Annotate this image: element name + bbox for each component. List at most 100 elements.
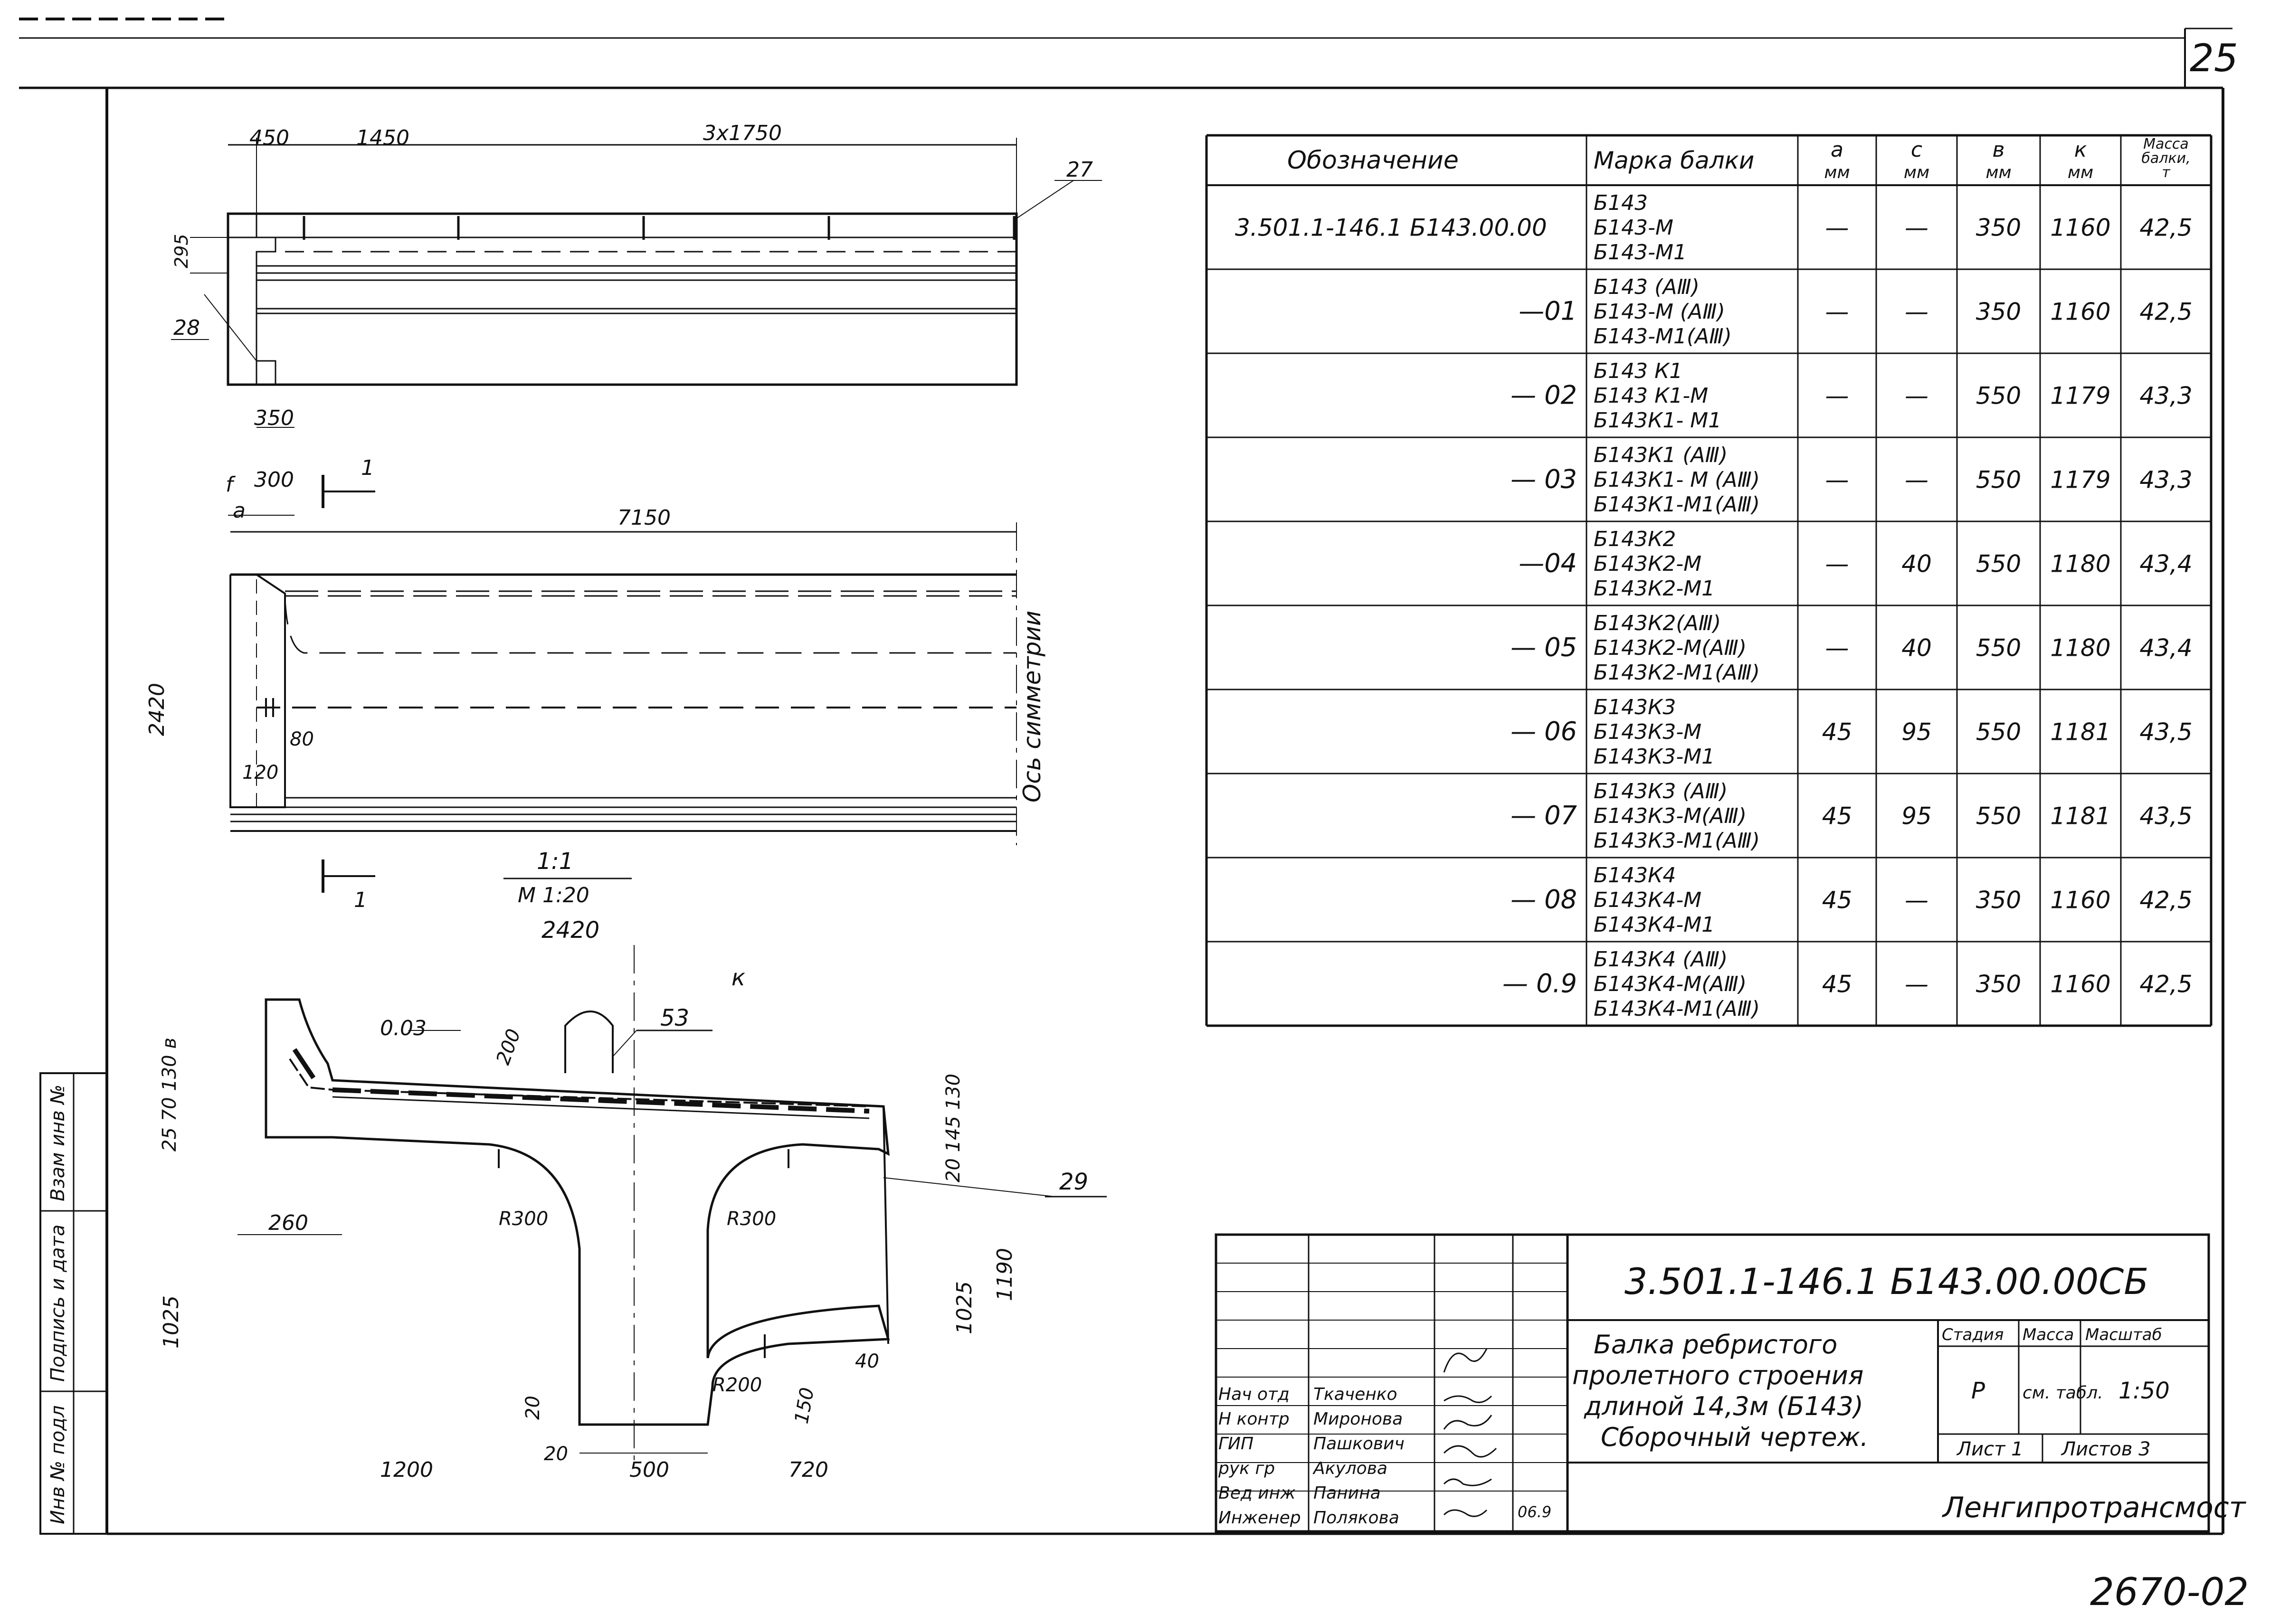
- row-value: 45: [1822, 887, 1852, 914]
- row-value: 1160: [2050, 971, 2110, 998]
- cs-slope: 0.03: [380, 1016, 427, 1040]
- row-designation: — 07: [1510, 801, 1577, 831]
- cs-height-left: 1025: [159, 1295, 183, 1349]
- row-value: 550: [1976, 718, 2021, 746]
- cs-radius-left: R300: [499, 1208, 548, 1230]
- row-value: 42,5: [2139, 298, 2192, 326]
- row-value: 1179: [2050, 466, 2110, 494]
- row-value: 350: [1976, 887, 2021, 914]
- cs-height-right: 1025: [952, 1281, 977, 1334]
- row-value: 550: [1976, 466, 2021, 494]
- side-section-mark-top: 1: [361, 456, 374, 480]
- row-value: 42,5: [2139, 887, 2192, 914]
- row-designation: — 0.9: [1502, 969, 1577, 999]
- cross-section: [237, 945, 1107, 1463]
- table-header-a: a: [1831, 138, 1843, 162]
- row-value: —: [1825, 466, 1849, 494]
- row-value: 550: [1976, 803, 2021, 830]
- symmetry-axis-label: Ось симметрии: [1018, 611, 1046, 803]
- signer-role: Вед инж: [1218, 1483, 1296, 1503]
- title-line-4: Сборочный чертеж.: [1601, 1422, 1868, 1452]
- side-view: [228, 475, 1017, 893]
- row-value: 1160: [2050, 887, 2110, 914]
- signer-name: Панина: [1313, 1483, 1381, 1503]
- plan-view: [171, 138, 1102, 428]
- signer-name: Миронова: [1313, 1409, 1403, 1429]
- row-mark: Б143К3: [1594, 695, 1676, 719]
- row-mark: Б143К1- М (АⅢ): [1594, 468, 1760, 492]
- row-value: —: [1825, 550, 1849, 578]
- row-value: 1160: [2050, 214, 2110, 242]
- row-value: 43,4: [2139, 634, 2192, 662]
- signer-name: Ткаченко: [1313, 1385, 1397, 1404]
- callout-28: 28: [173, 316, 200, 340]
- row-designation: — 08: [1510, 885, 1577, 915]
- row-value: —: [1825, 298, 1849, 326]
- side-dim-120: 120: [242, 762, 278, 784]
- row-mark: Б143К2-М1: [1594, 576, 1715, 601]
- row-mark: Б143К3-М(АⅢ): [1594, 804, 1747, 828]
- scale-value: 1:50: [2118, 1378, 2170, 1404]
- stage-header: Стадия: [1942, 1325, 2004, 1344]
- cs-radius-right: R300: [727, 1208, 776, 1230]
- row-value: 350: [1976, 214, 2021, 242]
- row-value: 95: [1901, 803, 1932, 830]
- signer-name: Акулова: [1312, 1459, 1387, 1478]
- cs-width-2420: 2420: [541, 917, 599, 944]
- row-designation: — 06: [1510, 717, 1577, 746]
- row-value: 43,5: [2139, 718, 2192, 746]
- margin-label-inv-podl: Инв № подл: [47, 1405, 69, 1524]
- row-mark: Б143К4: [1594, 863, 1676, 888]
- row-value: —: [1825, 634, 1849, 662]
- cs-left-dims: 25 70 130 в: [159, 1038, 180, 1152]
- cs-dim-1200: 1200: [380, 1458, 433, 1482]
- row-value: 42,5: [2139, 971, 2192, 998]
- table-header-mark: Марка балки: [1594, 147, 1754, 174]
- row-value: 45: [1822, 718, 1852, 746]
- row-designation: — 05: [1510, 633, 1577, 662]
- cs-k-label: к: [731, 964, 745, 991]
- row-value: —: [1825, 382, 1849, 410]
- side-height-2420: 2420: [145, 683, 169, 736]
- row-value: 45: [1822, 803, 1852, 830]
- table-header-к: к: [2074, 138, 2087, 162]
- row-mark: Б143К1-М1(АⅢ): [1594, 492, 1760, 517]
- page-frame: [19, 18, 2232, 1535]
- row-value: 1180: [2050, 550, 2110, 578]
- signer-role: рук гр: [1218, 1459, 1275, 1478]
- row-value: 350: [1976, 971, 2021, 998]
- row-mark: Б143К3 (АⅢ): [1594, 779, 1728, 803]
- table-header-в: в: [1993, 138, 2005, 162]
- side-dim-300: 300: [254, 468, 294, 492]
- title-line-1: Балка ребристого: [1594, 1330, 1837, 1360]
- plan-dim-295: 295: [171, 234, 192, 268]
- row-value: —: [1905, 887, 1928, 914]
- cs-dim-500: 500: [629, 1458, 669, 1482]
- row-mark: Б143: [1594, 191, 1648, 215]
- row-mark: Б143К1- М1: [1594, 408, 1721, 433]
- table-header-unit: мм: [2068, 163, 2093, 182]
- row-mark: Б143К1 (АⅢ): [1594, 443, 1728, 467]
- row-value: 43,4: [2139, 550, 2192, 578]
- row-value: —: [1905, 214, 1928, 242]
- side-dim-80: 80: [290, 728, 314, 750]
- row-designation: 3.501.1-146.1 Б143.00.00: [1235, 214, 1547, 242]
- mass-value: см. табл.: [2023, 1383, 2103, 1403]
- margin-label-signature-date: Подпись и дата: [47, 1225, 69, 1382]
- row-mark: Б143 К1: [1594, 359, 1682, 383]
- row-mark: Б143К3-М1: [1594, 745, 1715, 769]
- row-value: 43,3: [2139, 466, 2192, 494]
- cs-radius-bottom: R200: [712, 1374, 762, 1396]
- cs-right-dims: 20 145 130: [942, 1074, 964, 1182]
- table-header-designation: Обозначение: [1287, 146, 1459, 175]
- row-mark: Б143К4-М(АⅢ): [1594, 972, 1747, 996]
- stage-value: Р: [1971, 1378, 1985, 1404]
- row-value: 40: [1901, 634, 1932, 662]
- side-dim-f: f: [226, 472, 236, 497]
- plan-dim-3x1750: 3x1750: [703, 121, 782, 145]
- row-value: —: [1905, 382, 1928, 410]
- row-mark: Б143К3-М1(АⅢ): [1594, 829, 1760, 853]
- row-mark: Б143-М (АⅢ): [1594, 300, 1725, 324]
- signer-role: Нач отд: [1218, 1385, 1290, 1404]
